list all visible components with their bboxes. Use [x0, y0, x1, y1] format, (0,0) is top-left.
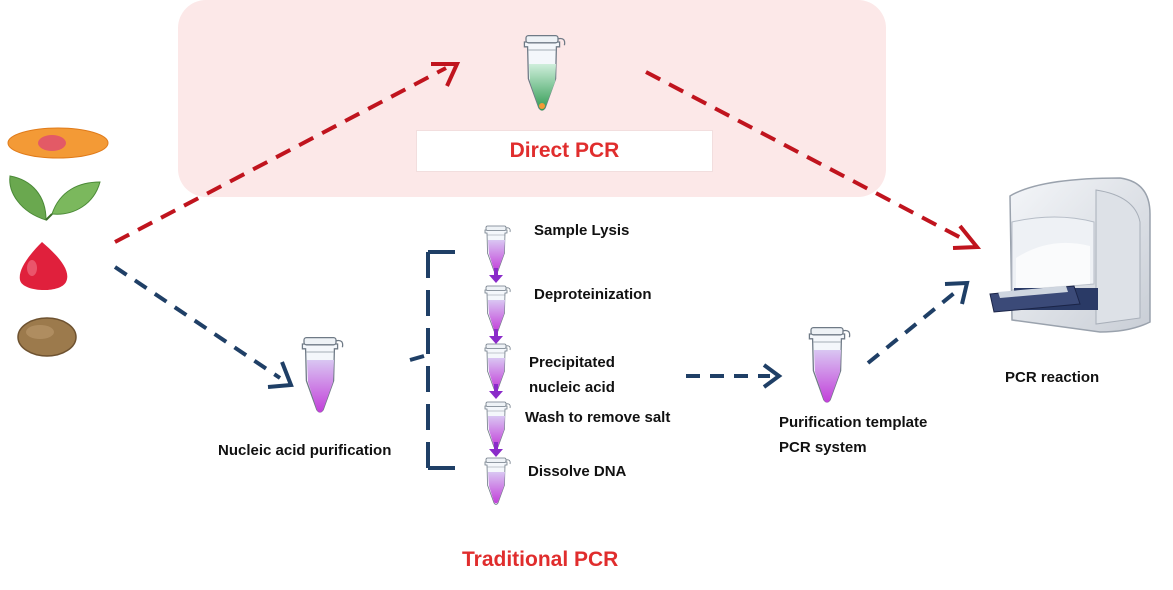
- step-label-precipitated-line2: nucleic acid: [529, 379, 615, 396]
- template-tube-icon: [808, 326, 851, 403]
- step-tube-dissolve-icon: [484, 457, 511, 505]
- direct-pcr-tube-icon: [523, 34, 566, 111]
- step-tube-wash-icon: [484, 401, 511, 449]
- steps-bracket: [409, 250, 455, 470]
- direct-arrow-in: [114, 62, 461, 244]
- template-label-line1: Purification template: [779, 414, 928, 431]
- step-label-wash: Wash to remove salt: [525, 409, 671, 426]
- seed-orange-icon: [7, 127, 109, 159]
- direct-pcr-title: Direct PCR: [509, 139, 620, 162]
- leaf-icon: [9, 175, 101, 221]
- step-arrow-1: [489, 268, 503, 283]
- pcr-machine-icon: [989, 177, 1151, 333]
- step-tube-deproteinization-icon: [484, 285, 511, 333]
- step-tube-lysis-icon: [484, 225, 511, 273]
- purification-tube-icon: [301, 336, 344, 413]
- brown-bean-icon: [17, 317, 77, 357]
- step-label-deproteinization: Deproteinization: [534, 286, 652, 303]
- step-arrow-4: [489, 442, 503, 457]
- traditional-pcr-title: Traditional PCR: [462, 548, 619, 571]
- purification-label: Nucleic acid purification: [218, 442, 392, 459]
- direct-pcr-label-box: Direct PCR: [416, 130, 713, 172]
- template-arrow: [686, 363, 783, 389]
- direct-arrow-out: [645, 70, 982, 250]
- step-arrow-3: [489, 384, 503, 399]
- to-machine-arrow: [866, 280, 970, 365]
- red-droplet-icon: [19, 242, 68, 291]
- step-label-precipitated-line1: Precipitated: [529, 354, 615, 371]
- pcr-reaction-label: PCR reaction: [1005, 369, 1100, 386]
- step-label-dissolve: Dissolve DNA: [528, 463, 627, 480]
- step-arrow-2: [489, 329, 503, 344]
- step-tube-precipitated-icon: [484, 343, 511, 391]
- traditional-arrow-in: [113, 265, 294, 389]
- step-label-lysis: Sample Lysis: [534, 222, 630, 239]
- template-label-line2: PCR system: [779, 439, 867, 456]
